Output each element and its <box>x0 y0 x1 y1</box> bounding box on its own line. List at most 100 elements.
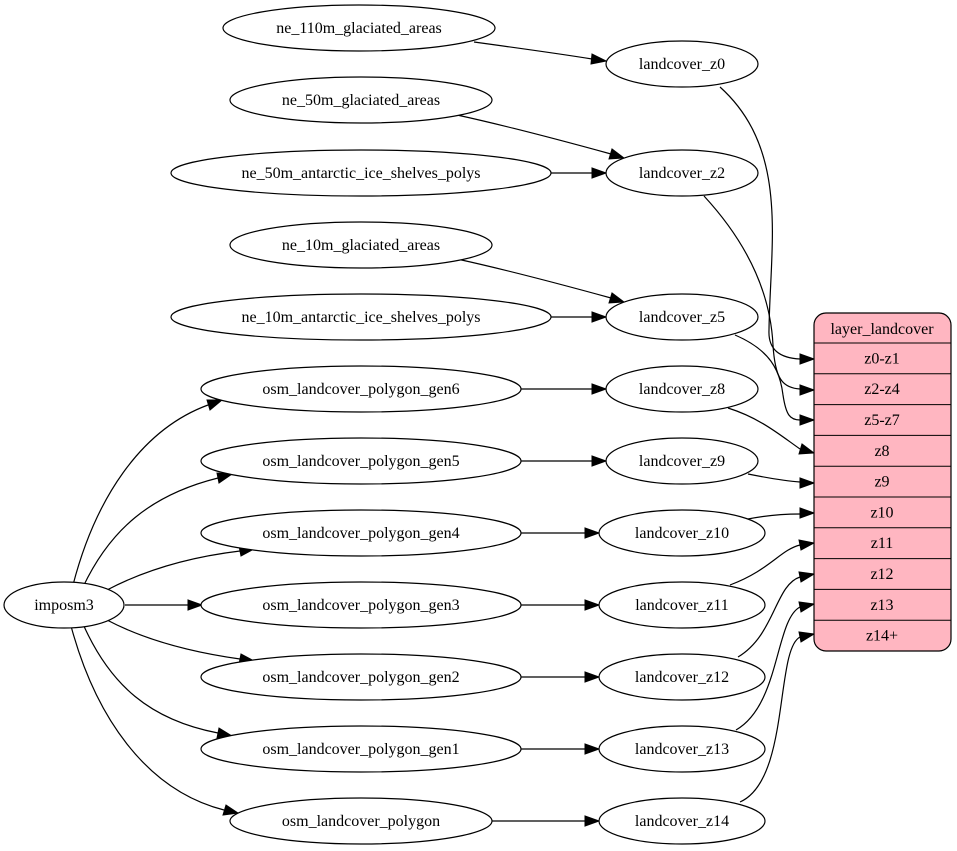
node-label: ne_50m_antarctic_ice_shelves_polys <box>241 165 480 182</box>
node-ne-10m-antarctic-ice-shelves-polys <box>170 293 552 341</box>
layer-landcover-node: layer_landcover z0-z1 z2-z4 z5-z7 z8 z9 z10 z1… <box>813 312 952 652</box>
node-osm-landcover-polygon-gen4 <box>200 509 522 557</box>
node-osm-landcover-polygon-gen1 <box>200 725 522 773</box>
arrowhead <box>799 353 816 365</box>
node-label: landcover_z10 <box>635 525 729 542</box>
arrowhead <box>584 527 601 539</box>
node-label: osm_landcover_polygon_gen6 <box>262 381 459 398</box>
arrowhead <box>798 443 816 455</box>
edge-z8-to-row-z8 <box>727 407 801 450</box>
node-osm-landcover-polygon-gen5 <box>200 437 522 485</box>
arrowhead <box>799 384 816 396</box>
edge-imposm3-to-gen4 <box>106 550 241 591</box>
node-imposm3 <box>3 581 125 629</box>
layer-row-z13: z13 <box>870 597 893 614</box>
arrowhead <box>799 477 816 489</box>
arrowhead <box>206 399 224 411</box>
node-landcover-z2 <box>605 149 759 197</box>
node-label: osm_landcover_polygon_gen1 <box>262 741 459 758</box>
arrowhead <box>798 601 816 613</box>
layer-row-z9: z9 <box>874 474 889 491</box>
edge-z0-to-row-z0-z1 <box>719 86 801 360</box>
edge-ne50m-glaciated-to-z2 <box>456 114 612 155</box>
arrowhead <box>799 414 816 426</box>
arrowhead <box>799 507 816 519</box>
node-label: landcover_z14 <box>635 813 729 830</box>
node-landcover-z11 <box>598 581 766 629</box>
edge-imposm3-to-gen1 <box>82 623 219 734</box>
arrowhead <box>222 804 240 816</box>
node-ne-110m-glaciated-areas <box>222 4 496 52</box>
layer-row-z11: z11 <box>871 535 894 552</box>
arrowhead <box>187 599 204 611</box>
arrowhead <box>590 53 608 65</box>
node-label: ne_50m_glaciated_areas <box>282 92 440 109</box>
node-label: landcover_z9 <box>639 453 725 470</box>
layer-title: layer_landcover <box>830 321 934 338</box>
arrowhead <box>584 599 601 611</box>
node-ne-50m-antarctic-ice-shelves-polys <box>170 149 552 197</box>
node-label: osm_landcover_polygon_gen5 <box>262 453 459 470</box>
node-label: landcover_z13 <box>635 741 729 758</box>
node-label: landcover_z8 <box>639 381 725 398</box>
node-landcover-z9 <box>605 437 759 485</box>
node-landcover-z12 <box>598 653 766 701</box>
node-osm-landcover-polygon-gen3 <box>200 581 522 629</box>
node-label: ne_10m_glaciated_areas <box>282 237 440 254</box>
edge-imposm3-to-polygon <box>70 625 225 811</box>
landcover-nodes: landcover_z0 landcover_z2 landcover_z5 l… <box>598 40 766 845</box>
arrowhead <box>591 167 608 179</box>
node-label: osm_landcover_polygon_gen2 <box>262 669 459 686</box>
node-landcover-z13 <box>598 725 766 773</box>
node-landcover-z10 <box>598 509 766 557</box>
edge-imposm3-to-gen5 <box>82 477 219 588</box>
node-label: landcover_z2 <box>639 165 725 182</box>
edge-z9-to-row-z9 <box>747 473 801 483</box>
node-label: landcover_z12 <box>635 669 729 686</box>
layer-row-z14plus: z14+ <box>866 628 898 645</box>
edge-ne10m-glaciated-to-z5 <box>456 258 612 299</box>
node-landcover-z0 <box>605 40 759 88</box>
edge-z11-to-row-z11 <box>729 544 801 586</box>
arrowhead <box>591 455 608 467</box>
arrowhead <box>798 631 816 643</box>
node-label: ne_110m_glaciated_areas <box>276 20 442 37</box>
edge-imposm3-to-gen6 <box>72 404 209 586</box>
node-landcover-z14 <box>598 797 766 845</box>
node-label: osm_landcover_polygon_gen4 <box>262 525 459 542</box>
arrowhead <box>608 148 626 160</box>
layer-row-z10: z10 <box>870 504 893 521</box>
node-label: osm_landcover_polygon_gen3 <box>262 597 459 614</box>
edge-ne110m-glaciated-to-z0 <box>473 41 593 60</box>
edges <box>70 41 816 827</box>
node-label: imposm3 <box>34 597 94 614</box>
arrowhead <box>584 815 601 827</box>
node-label: landcover_z11 <box>635 597 729 614</box>
node-ne-10m-glaciated-areas <box>229 221 493 269</box>
node-label: ne_10m_antarctic_ice_shelves_polys <box>241 309 480 326</box>
node-label: landcover_z5 <box>639 309 725 326</box>
node-osm-landcover-polygon-gen2 <box>200 653 522 701</box>
arrowhead <box>591 311 608 323</box>
node-landcover-z8 <box>605 365 759 413</box>
layer-row-z8: z8 <box>874 443 889 460</box>
edge-z5-to-row-z5-z7 <box>734 334 801 421</box>
layer-row-z0-z1: z0-z1 <box>864 350 900 367</box>
arrowhead <box>584 671 601 683</box>
arrowhead <box>798 571 816 583</box>
edge-z2-to-row-z2-z4 <box>703 195 801 390</box>
node-osm-landcover-polygon <box>229 797 493 845</box>
layer-row-z5-z7: z5-z7 <box>864 412 900 429</box>
arrowhead <box>591 383 608 395</box>
edge-z14-to-row-z14 <box>739 636 801 803</box>
edge-z13-to-row-z13 <box>735 606 801 731</box>
node-landcover-z5 <box>605 293 759 341</box>
node-label: osm_landcover_polygon <box>282 813 440 830</box>
edge-z10-to-row-z10 <box>747 513 801 520</box>
node-ne-50m-glaciated-areas <box>229 76 493 124</box>
arrowhead <box>608 292 626 304</box>
layer-row-z2-z4: z2-z4 <box>864 381 900 398</box>
source-nodes: ne_110m_glaciated_areas ne_50m_glaciated… <box>3 4 552 845</box>
